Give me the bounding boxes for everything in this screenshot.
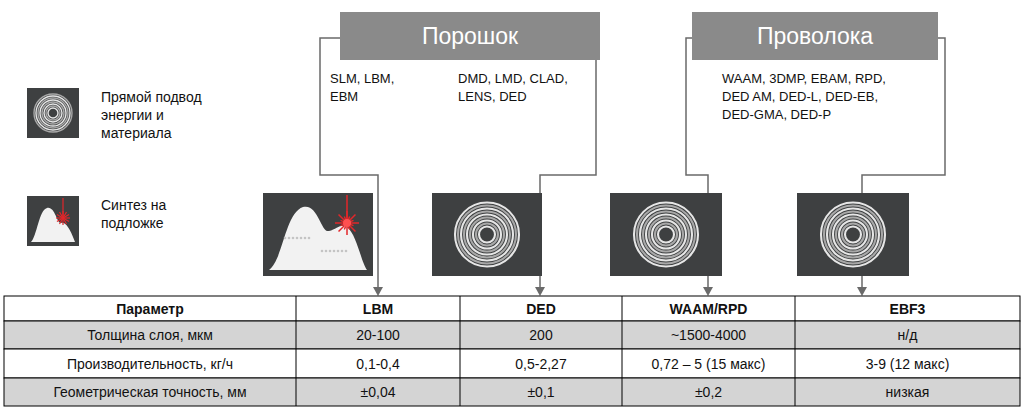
table-header: EBF3 [796,297,1019,320]
coil-icon [27,88,79,138]
table-cell: ±0,04 [297,379,459,405]
legend-text: Прямой подвод энергии и материала [101,88,211,142]
coil-illustration [432,193,542,276]
table-row [4,378,1020,406]
table-header: LBM [297,297,459,320]
table-cell: н/д [796,322,1019,348]
table-header: Параметр [5,297,295,320]
legend-item: Прямой подвод энергии и материала [27,88,211,142]
arrowhead [857,287,867,296]
method-list: WAAM, 3DMP, EBAM, RPD, DED AM, DED-L, DE… [722,70,900,124]
arrowhead [373,287,383,296]
table-header: DED [461,297,621,320]
table-divider [296,296,297,406]
category-box: Проволока [692,12,938,60]
powder-illustration [263,193,373,276]
legend-text: Синтез на подложке [101,196,211,232]
table-cell: ±0,1 [461,379,621,405]
arrowhead [703,287,713,296]
method-list: DMD, LMD, CLAD, LENS, DED [458,70,583,106]
method-list: SLM, LBM, EBM [330,70,425,106]
coil-illustration [797,193,909,276]
category-box: Порошок [340,12,600,60]
table-cell: 0,5-2,27 [461,350,621,377]
table-row [4,349,1020,378]
table-cell: низкая [796,379,1019,405]
table-cell: 0,72 – 5 (15 макс) [623,350,794,377]
category-title: Порошок [422,23,518,50]
table-divider [795,296,796,406]
table-cell: 0,1-0,4 [297,350,459,377]
coil-illustration [610,193,722,276]
table-cell: Геометрическая точность, мм [5,379,295,405]
table-divider [622,296,623,406]
arrowhead [535,287,545,296]
table-cell: ±0,2 [623,379,794,405]
table-divider [460,296,461,406]
powder-icon [27,196,79,246]
table-cell: 20-100 [297,322,459,348]
table-cell: Производительность, кг/ч [5,350,295,377]
table-header: WAAM/RPD [623,297,794,320]
table-row [4,321,1020,349]
category-title: Проволока [757,23,873,50]
table-cell: 200 [461,322,621,348]
table-cell: Толщина слоя, мкм [5,322,295,348]
legend-item: Синтез на подложке [27,196,211,246]
table-cell: 3-9 (12 макс) [796,350,1019,377]
table-row [4,296,1020,321]
table-cell: ~1500-4000 [623,322,794,348]
